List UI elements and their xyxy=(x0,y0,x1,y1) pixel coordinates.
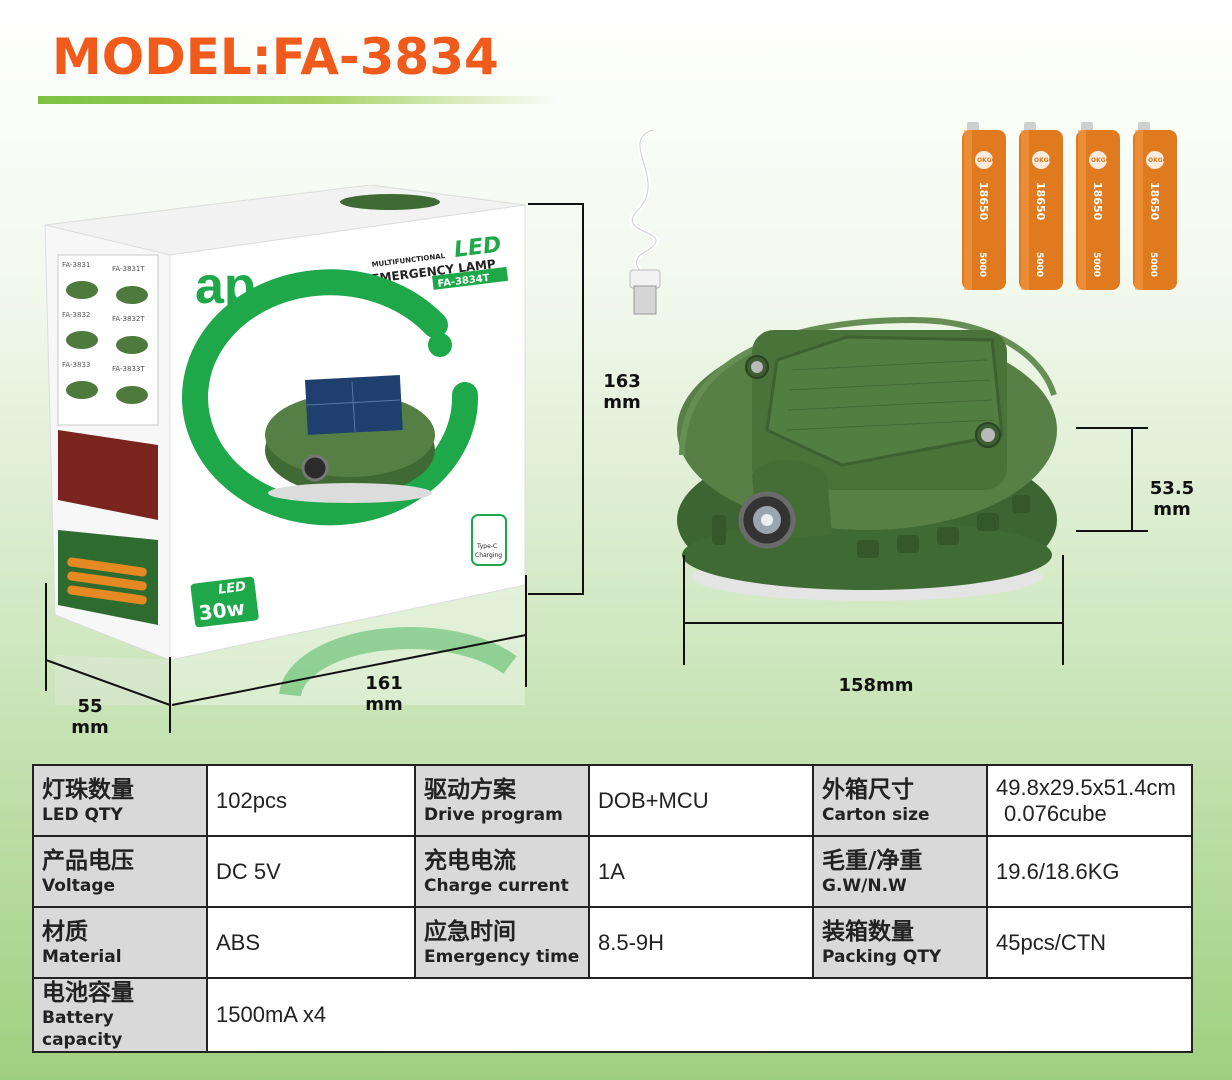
lamp-width-tick-left xyxy=(683,555,685,665)
box-height-line xyxy=(582,203,584,595)
battery-model: 18650 xyxy=(977,182,990,221)
box-width-depth-lines xyxy=(45,575,527,733)
lamp-height-tick-top xyxy=(1076,427,1148,429)
variant-label: FA-3832T xyxy=(112,315,145,323)
box-height-tick-top xyxy=(528,203,584,205)
variant-label: FA-3831 xyxy=(62,261,90,269)
lamp-width-line xyxy=(684,622,1064,624)
box-headline-led: LED xyxy=(453,232,503,263)
variant-label: FA-3831T xyxy=(112,265,145,273)
spec-value: 1500mA x4 xyxy=(206,977,1193,1053)
model-title: MODEL:FA-3834 xyxy=(52,28,499,86)
spec-value: 8.5-9H xyxy=(588,906,814,979)
battery-capacity: 5000 xyxy=(1091,252,1101,277)
spec-value: 45pcs/CTN xyxy=(986,906,1193,979)
lamp-product-image xyxy=(677,316,1057,601)
battery-capacity: 5000 xyxy=(1034,252,1044,277)
variant-label: FA-3832 xyxy=(62,311,90,319)
power-watt-label: 30w xyxy=(197,596,246,625)
battery-model: 18650 xyxy=(1034,182,1047,221)
spec-value: 19.6/18.6KG xyxy=(986,835,1193,908)
lamp-height-tick-bottom xyxy=(1076,530,1148,532)
variant-label: FA-3833 xyxy=(62,361,90,369)
variant-label: FA-3833T xyxy=(112,365,145,373)
spec-value: 1A xyxy=(588,835,814,908)
spec-value: DC 5V xyxy=(206,835,416,908)
battery-model: 18650 xyxy=(1091,182,1104,221)
battery-brand: OKGO xyxy=(977,157,997,164)
battery-capacity: 5000 xyxy=(977,252,987,277)
lamp-width-tick-right xyxy=(1062,555,1064,665)
spec-value: DOB+MCU xyxy=(588,764,814,837)
title-underline xyxy=(38,96,558,104)
battery-model: 18650 xyxy=(1148,182,1161,221)
spec-value: 102pcs xyxy=(206,764,416,837)
battery-brand: OKGO xyxy=(1034,157,1054,164)
usb-cable-image xyxy=(629,127,661,315)
box-height-tick-bottom xyxy=(528,593,584,595)
battery-capacity: 5000 xyxy=(1148,252,1158,277)
type-c-sub: Charging xyxy=(475,552,502,559)
spec-value: ABS xyxy=(206,906,416,979)
lamp-height-line xyxy=(1131,427,1133,532)
lamp-width-label: 158mm xyxy=(838,675,914,696)
batteries-image: OKGO OKGO OKGO OKGO 18650 18650 18650 18… xyxy=(962,122,1177,290)
type-c-label: Type-C xyxy=(476,543,497,550)
power-led-label: LED xyxy=(217,579,247,597)
battery-brand: OKGO xyxy=(1148,157,1168,164)
battery-brand: OKGO xyxy=(1091,157,1111,164)
